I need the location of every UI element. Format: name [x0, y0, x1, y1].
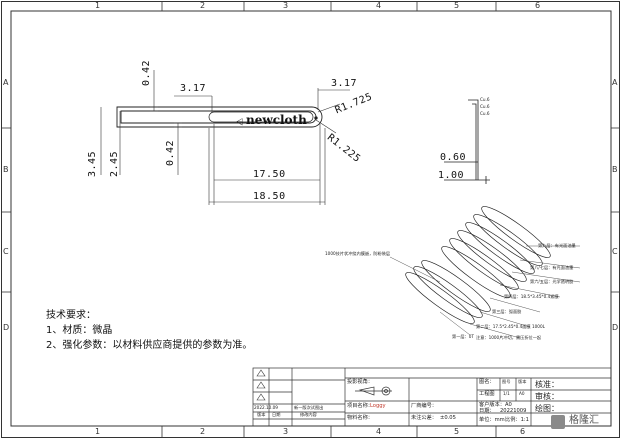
tb-unit-label: 单位：mm — [479, 417, 505, 423]
dim-317-left: 3.17 — [180, 83, 207, 94]
grid-col-3: 3 — [283, 1, 289, 10]
tb-tolerance-label: 未注公差： — [411, 415, 437, 421]
logo-mark-icon: ⩤ — [236, 118, 244, 128]
grid-col-5: 5 — [454, 1, 460, 10]
tb-customer-label: 客户版本：A0 — [479, 402, 512, 408]
tb-date-value: 20221009 — [500, 408, 527, 414]
side-tag-top: Cu.6 — [480, 97, 490, 102]
layer-callout-top: 1000技片状冲绕内膜嵌，防粉装层 — [325, 251, 391, 256]
tb-drawing-label: 图名： — [479, 379, 495, 385]
layer-callout-2: 第八/七层：有光面油墨 — [530, 265, 574, 270]
tb-ver-row2: 新一版次试图出 — [294, 405, 324, 410]
grid-col-2: 2 — [200, 1, 206, 10]
grid-row-a-right: A — [612, 78, 618, 87]
dim-042-mid: 0.42 — [165, 139, 176, 166]
dim-245: 2.45 — [109, 150, 120, 177]
watermark-text: 格隆汇 — [569, 415, 599, 426]
tb-part-no-label: 项目名称： — [347, 403, 373, 409]
grid-col-6-bottom: 6 — [520, 427, 526, 436]
grid-col-1-bottom: 1 — [95, 427, 101, 436]
grid-col-6: 6 — [535, 1, 541, 10]
side-tag-bot: Cu.6 — [480, 111, 490, 116]
layer-callout-6: 第二层：17.5*2.45*0.4面膜 1000L — [476, 324, 545, 329]
grid-row-d-right: D — [612, 323, 619, 332]
layer-callout-7: 注意：1000片冲切，需压折位一起 — [476, 335, 542, 340]
tb-draw-label: 绘图： — [535, 404, 559, 413]
grid-col-4: 4 — [376, 1, 382, 10]
grid-row-b-right: B — [612, 165, 618, 174]
tb-sheet-label: 图号 — [502, 379, 511, 384]
layer-callout-4: 第四层：18.5*3.45*0.4紧膜 — [504, 294, 559, 299]
dim-345: 3.45 — [87, 150, 98, 177]
grid-col-5-bottom: 5 — [454, 427, 460, 436]
dim-060: 0.60 — [440, 152, 467, 163]
tb-ver-row1: 2022.10.09 — [254, 405, 278, 410]
grid-col-2-bottom: 2 — [200, 427, 206, 436]
dim-317-right: 3.17 — [331, 78, 358, 89]
grid-row-c: C — [3, 247, 9, 256]
notes-item-2: 2、强化参数：以材料供应商提供的参数为准。 — [46, 340, 253, 351]
tb-tolerance-value: ±0.05 — [440, 415, 456, 421]
dim-042-top: 0.42 — [141, 59, 152, 86]
tb-ver-hdr2: 日期 — [272, 412, 281, 417]
tb-review-label: 核准： — [535, 380, 559, 389]
tb-scale-label: 比例：1:1 — [505, 417, 529, 423]
dim-100: 1.00 — [438, 170, 465, 181]
tb-factory-label: 厂商编号： — [411, 403, 437, 409]
notes-item-1: 1、材质：微晶 — [46, 325, 113, 336]
grid-col-3-bottom: 3 — [283, 427, 289, 436]
grid-row-c-right: C — [612, 247, 618, 256]
side-tag-mid: Cu.6 — [480, 104, 490, 109]
tb-ver-hdr1: 版本 — [257, 412, 266, 417]
tb-check-label: 审核： — [535, 392, 559, 401]
layer-callout-1: 第九层：有光面油墨 — [538, 243, 576, 248]
layer-callout-3: 第六/五层：光学透明胶 — [530, 279, 574, 284]
tb-date-label: 日期： — [479, 408, 495, 414]
tb-sheet-no: 版本 — [518, 379, 527, 384]
tb-page-value: 1/1 — [503, 391, 510, 396]
grid-row-a: A — [3, 78, 9, 87]
tb-draw-code: A0 — [519, 391, 525, 396]
grid-col-1: 1 — [95, 1, 101, 10]
tb-process-label: 工程图 — [479, 391, 495, 397]
grid-col-4-bottom: 4 — [376, 427, 382, 436]
part-logo-text: newcloth — [246, 113, 307, 127]
dim-1850: 18.50 — [253, 191, 286, 202]
tb-ver-hdr3: 修改内容 — [300, 412, 317, 417]
tb-material-label: 物料名称： — [347, 415, 373, 421]
grid-row-d: D — [3, 323, 10, 332]
tb-part-no-value: Loggy — [370, 403, 386, 409]
notes-heading: 技术要求： — [46, 310, 96, 321]
dim-1750: 17.50 — [253, 169, 286, 180]
layer-callout-8: 第一层：0T — [452, 334, 474, 339]
grid-row-b: B — [3, 165, 9, 174]
tb-projection-label: 投影视角： — [347, 379, 373, 385]
watermark-logo-icon — [551, 415, 565, 429]
layer-callout-5: 第三层：弧面胶 — [492, 309, 522, 314]
